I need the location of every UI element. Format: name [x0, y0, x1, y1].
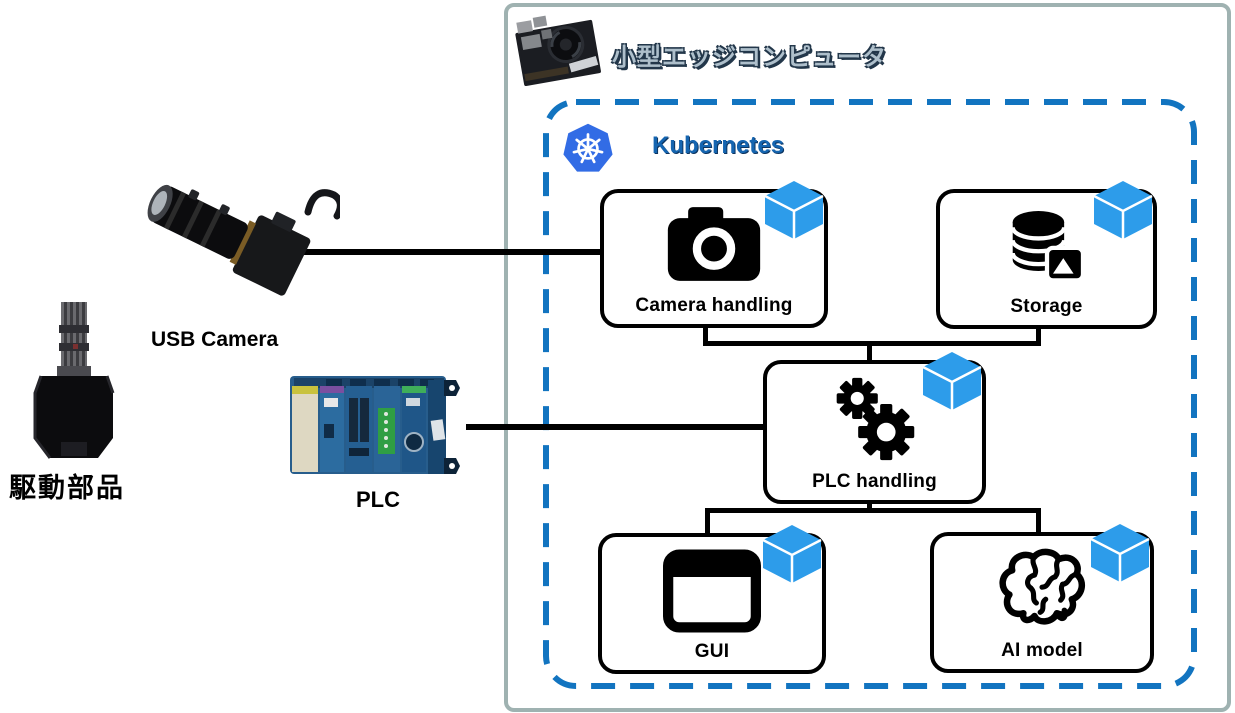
kubernetes-label: Kubernetes	[652, 132, 785, 159]
connector-storage-down	[1036, 318, 1041, 344]
connector-plcdevice-to-plchandling	[466, 424, 763, 430]
container-cube-icon	[1093, 181, 1153, 239]
connector-bus-to-plchandling	[867, 341, 872, 363]
drive-part-label: 駆動部品	[9, 473, 125, 503]
plc-photo	[290, 376, 460, 474]
container-cube-icon	[762, 525, 822, 583]
connector-bus-to-aimodel	[1036, 508, 1041, 534]
node-storage: Storage	[936, 181, 1157, 329]
node-label: Storage	[1010, 296, 1083, 317]
container-cube-icon	[922, 352, 982, 410]
node-label: AI model	[1001, 640, 1083, 661]
usb-camera-photo	[147, 184, 340, 296]
node-ai-model: AI model	[930, 524, 1154, 673]
node-label: GUI	[694, 641, 730, 662]
node-camera-handling: Camera handling	[600, 181, 828, 328]
edge-computer-label: 小型エッジコンピュータ	[612, 44, 887, 71]
connector-usbcamera-to-camerahandling	[266, 249, 600, 255]
drive-part-photo	[33, 302, 115, 459]
window-icon	[663, 549, 761, 633]
kubernetes-logo	[563, 123, 613, 172]
plc-device-label: PLC	[356, 487, 400, 512]
kubernetes-boundary	[543, 99, 1197, 689]
camera-icon	[667, 207, 761, 281]
node-plc-handling: PLC handling	[763, 352, 986, 504]
connector-camera-down	[703, 318, 708, 344]
container-cube-icon	[764, 181, 824, 239]
database-image-icon	[1010, 211, 1085, 283]
connector-bus-to-gui	[705, 508, 710, 535]
connector-top-bus	[703, 341, 1041, 346]
node-label: Camera handling	[635, 295, 793, 316]
brain-icon	[999, 548, 1086, 625]
container-cube-icon	[1090, 524, 1150, 582]
edge-computer-board-photo	[515, 15, 601, 87]
connector-bottom-bus	[705, 508, 1041, 513]
node-gui: GUI	[598, 525, 826, 674]
usb-camera-label: USB Camera	[151, 328, 279, 351]
node-label: PLC handling	[812, 471, 937, 492]
gears-icon	[836, 377, 914, 461]
